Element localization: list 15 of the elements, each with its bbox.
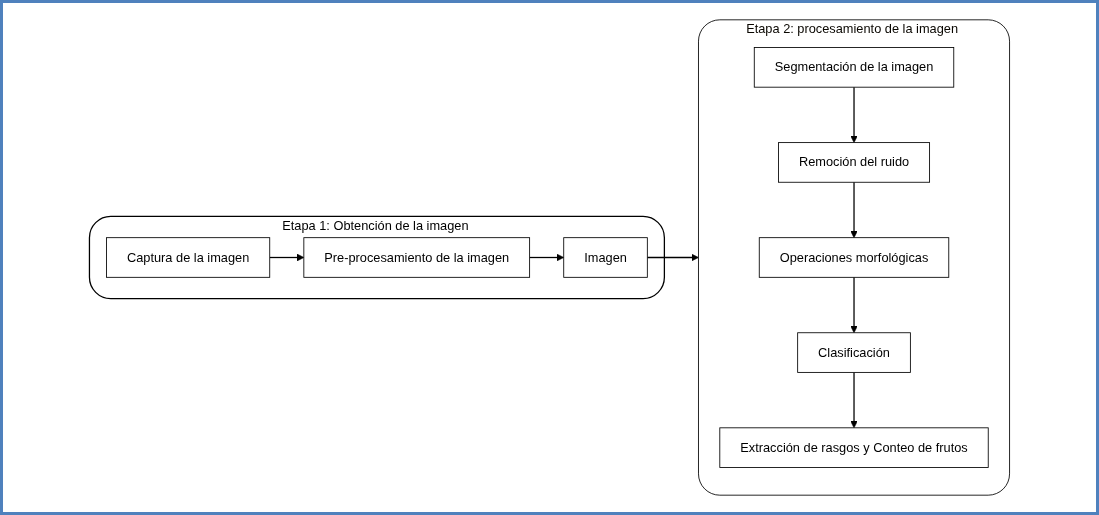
- node-box: Pre-procesamiento de la imagen: [303, 237, 531, 278]
- arrow: [850, 86, 858, 143]
- node-box: Imagen: [563, 237, 648, 278]
- node-box: Extracción de rasgos y Conteo de frutos: [719, 427, 989, 468]
- node-box: Operaciones morfológicas: [758, 237, 950, 278]
- arrow: [850, 371, 858, 429]
- node-box: Remoción del ruido: [778, 142, 930, 183]
- arrow: [850, 181, 858, 238]
- arrow: [529, 253, 565, 262]
- arrow: [646, 253, 699, 262]
- arrow: [850, 276, 858, 334]
- node-box: Segmentación de la imagen: [753, 47, 955, 88]
- node-box: Clasificación: [797, 332, 911, 373]
- arrow: [269, 253, 305, 262]
- node-box: Captura de la imagen: [106, 237, 271, 278]
